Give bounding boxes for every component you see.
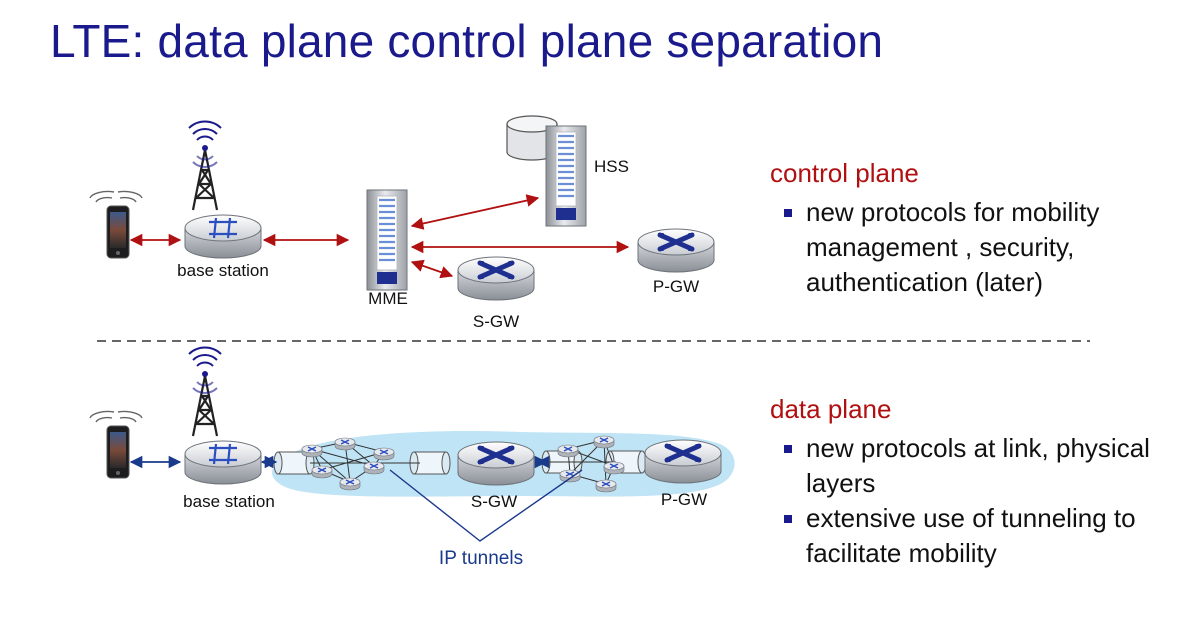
- data-base-station-icon: [183, 346, 263, 486]
- mme-server-icon: [365, 188, 409, 292]
- data-sgw-label: S-GW: [471, 492, 517, 511]
- control-link-mme-sgw: [410, 259, 454, 279]
- data-phone-icon: [89, 410, 143, 479]
- control-plane-panel: control plane new protocols for mobility…: [770, 158, 1190, 300]
- data-sgw-router-icon: [458, 442, 534, 485]
- data-bullet: new protocols at link, physical layers: [770, 431, 1190, 501]
- control-plane-diagram: base station MME HSS S-GW P-GW: [89, 115, 714, 331]
- control-sgw-router-icon: [458, 257, 534, 300]
- hss-icon: [506, 115, 588, 228]
- data-pgw-label: P-GW: [661, 490, 707, 509]
- control-plane-heading: control plane: [770, 158, 919, 188]
- data-base-station-label: base station: [183, 492, 275, 511]
- control-pgw-label: P-GW: [653, 277, 699, 296]
- data-bullet: extensive use of tunneling to facilitate…: [770, 501, 1190, 571]
- data-plane-heading: data plane: [770, 394, 892, 424]
- mme-label: MME: [368, 289, 408, 308]
- control-pgw-router-icon: [638, 229, 714, 272]
- data-plane-panel: data plane new protocols at link, physic…: [770, 394, 1190, 571]
- data-pgw-router-icon: [645, 440, 721, 483]
- ip-tunnels-label: IP tunnels: [439, 548, 523, 569]
- data-plane-diagram: base station S-GW P-GW IP tunnels: [89, 346, 735, 569]
- control-sgw-label: S-GW: [473, 312, 519, 331]
- control-bullet: new protocols for mobility management , …: [770, 195, 1190, 300]
- data-plane-bullets: new protocols at link, physical layers e…: [770, 431, 1190, 571]
- page-title: LTE: data plane control plane separation: [50, 15, 884, 67]
- control-link-mme-hss: [410, 194, 540, 230]
- hss-label: HSS: [594, 157, 629, 176]
- control-base-station-icon: [183, 120, 263, 260]
- control-base-station-label: base station: [177, 261, 269, 280]
- ip-tunnels-pointer: [389, 469, 583, 542]
- control-plane-bullets: new protocols for mobility management , …: [770, 195, 1190, 300]
- control-phone-icon: [89, 190, 143, 259]
